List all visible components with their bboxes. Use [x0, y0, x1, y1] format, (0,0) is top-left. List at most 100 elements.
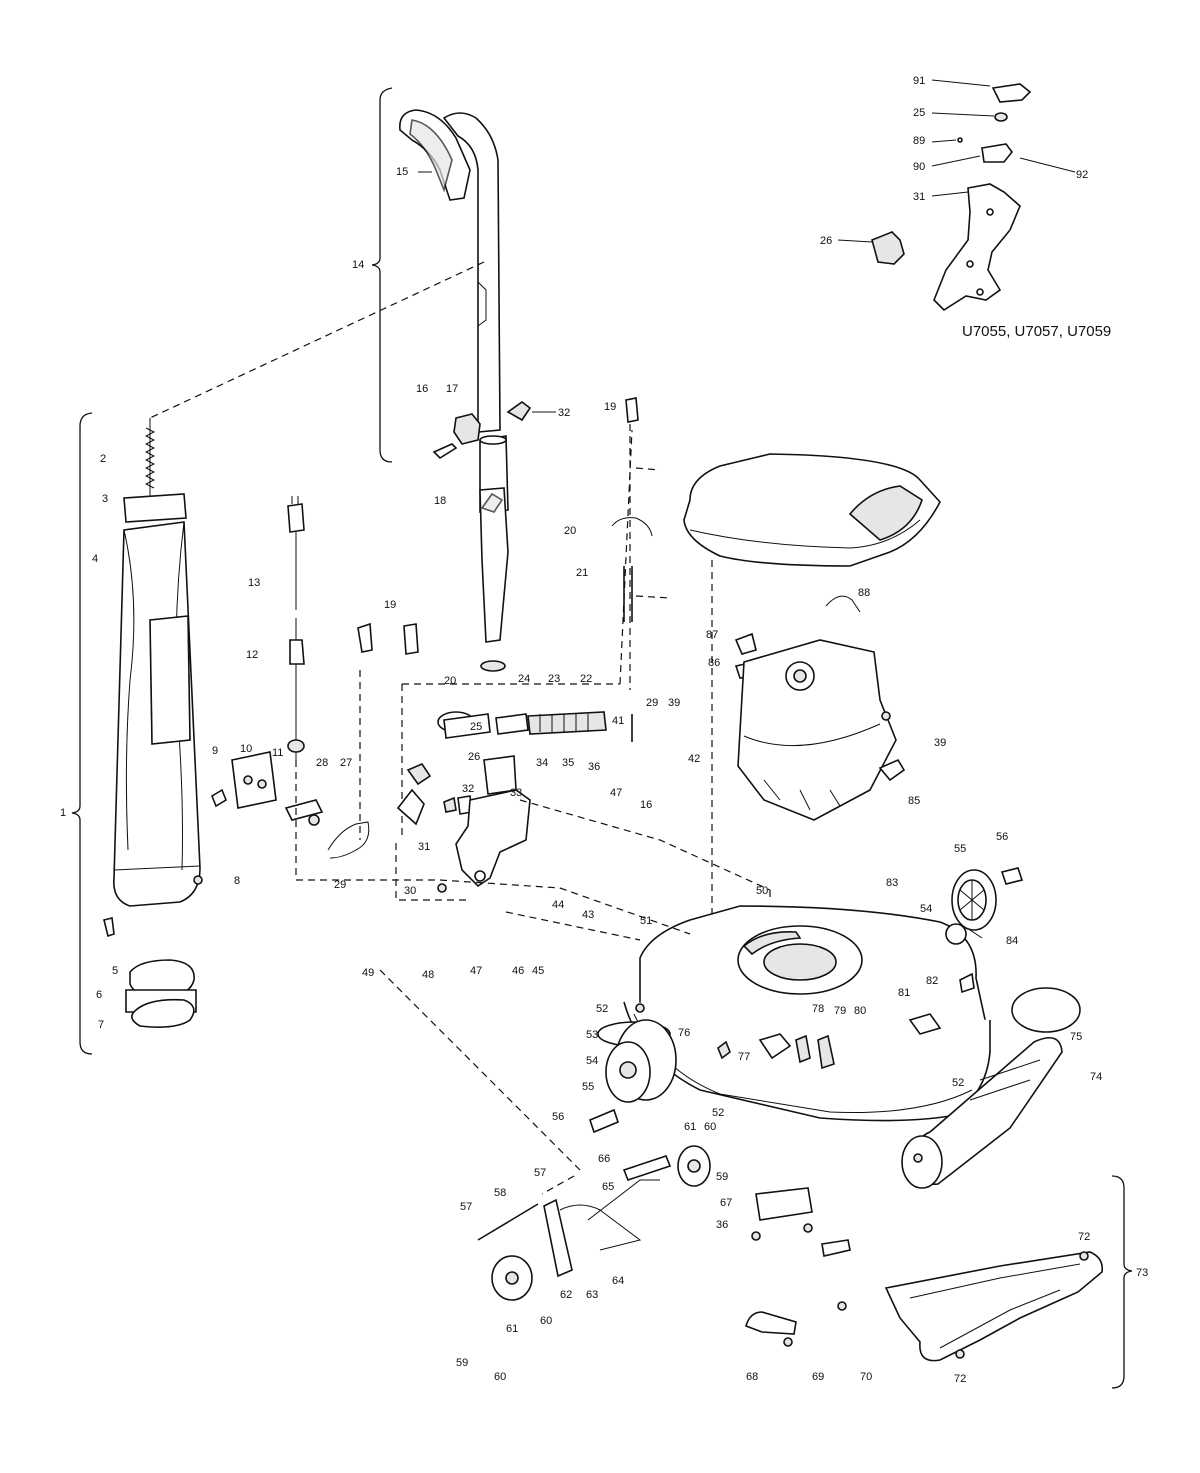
callout-54: 54 [920, 903, 932, 915]
callout-42: 42 [688, 753, 700, 765]
callout-72: 72 [954, 1373, 966, 1385]
callout-24: 24 [518, 673, 530, 685]
hood-cover [683, 453, 941, 1000]
callout-56: 56 [996, 831, 1008, 843]
callout-50: 50 [756, 885, 768, 897]
callout-11: 11 [272, 747, 283, 759]
callout-21: 21 [576, 567, 588, 579]
callout-64: 64 [612, 1275, 624, 1287]
callout-26: 26 [468, 751, 480, 763]
callout-20: 20 [444, 675, 456, 687]
callout-16: 16 [640, 799, 652, 811]
callout-76: 76 [678, 1027, 690, 1039]
callout-46: 46 [512, 965, 524, 977]
callout-82: 82 [926, 975, 938, 987]
callout-48: 48 [422, 969, 434, 981]
callout-19: 19 [604, 401, 616, 413]
callout-62: 62 [560, 1289, 572, 1301]
callout-57: 57 [534, 1167, 546, 1179]
cord-switch-assembly [211, 496, 440, 881]
callout-16: 16 [416, 383, 428, 395]
callout-74: 74 [1090, 1071, 1102, 1083]
callout-51: 51 [640, 915, 652, 927]
callout-67: 67 [720, 1197, 732, 1209]
callout-80: 80 [854, 1005, 866, 1017]
callout-88: 88 [858, 587, 870, 599]
callout-56: 56 [552, 1111, 564, 1123]
callout-52: 52 [952, 1077, 964, 1089]
callout-52: 52 [596, 1003, 608, 1015]
callout-36: 36 [716, 1219, 728, 1231]
callout-70: 70 [860, 1371, 872, 1383]
callout-69: 69 [812, 1371, 824, 1383]
callout-47: 47 [610, 787, 622, 799]
callout-43: 43 [582, 909, 594, 921]
callout-28: 28 [316, 757, 328, 769]
bag-assembly [71, 412, 203, 1055]
callout-4: 4 [92, 553, 98, 565]
assembly-lines [379, 799, 771, 1195]
callout-54: 54 [586, 1055, 598, 1067]
housing-parts [357, 429, 633, 901]
callout-31: 31 [418, 841, 430, 853]
callout-15: 15 [396, 166, 408, 178]
callout-1: 1 [60, 807, 66, 819]
callout-79: 79 [834, 1005, 846, 1017]
callout-92: 92 [1076, 169, 1088, 181]
callout-6: 6 [96, 989, 102, 1001]
callout-5: 5 [112, 965, 118, 977]
motor-assembly [737, 595, 906, 821]
callout-89: 89 [913, 135, 925, 147]
callout-59: 59 [456, 1357, 468, 1369]
callout-27: 27 [340, 757, 352, 769]
callout-57: 57 [460, 1201, 472, 1213]
callout-12: 12 [246, 649, 258, 661]
inset-handle-assembly [837, 79, 1076, 312]
callout-68: 68 [746, 1371, 758, 1383]
callout-32: 32 [558, 407, 570, 419]
callout-83: 83 [886, 877, 898, 889]
callout-25: 25 [913, 107, 925, 119]
callout-90: 90 [913, 161, 925, 173]
pedal-rod-assembly [611, 397, 671, 742]
callout-20: 20 [564, 525, 576, 537]
callout-45: 45 [532, 965, 544, 977]
callout-14: 14 [352, 259, 364, 271]
callout-61: 61 [506, 1323, 518, 1335]
callout-18: 18 [434, 495, 446, 507]
callout-72: 72 [1078, 1231, 1090, 1243]
callout-31: 31 [913, 191, 925, 203]
callout-19: 19 [384, 599, 396, 611]
model-label: U7055, U7057, U7059 [962, 323, 1111, 340]
callout-9: 9 [212, 745, 218, 757]
callout-81: 81 [898, 987, 910, 999]
callout-44: 44 [552, 899, 564, 911]
callout-52: 52 [712, 1107, 724, 1119]
callout-8: 8 [234, 875, 240, 887]
callout-55: 55 [582, 1081, 594, 1093]
callout-73: 73 [1136, 1267, 1148, 1279]
brush-roll [901, 987, 1081, 1189]
callout-23: 23 [548, 673, 560, 685]
callout-77: 77 [738, 1051, 750, 1063]
callout-75: 75 [1070, 1031, 1082, 1043]
wheels [491, 867, 1024, 1301]
callout-13: 13 [248, 577, 260, 589]
handle-assembly [149, 87, 556, 672]
callout-65: 65 [602, 1181, 614, 1193]
callout-36: 36 [588, 761, 600, 773]
callout-22: 22 [580, 673, 592, 685]
callout-66: 66 [598, 1153, 610, 1165]
callout-58: 58 [494, 1187, 506, 1199]
callout-60: 60 [540, 1315, 552, 1327]
callout-60: 60 [494, 1371, 506, 1383]
callout-30: 30 [404, 885, 416, 897]
callout-84: 84 [1006, 935, 1018, 947]
callout-41: 41 [612, 715, 624, 727]
bottom-plate-assembly [884, 1175, 1133, 1389]
callout-32: 32 [462, 783, 474, 795]
callout-63: 63 [586, 1289, 598, 1301]
callout-26: 26 [820, 235, 832, 247]
callout-86: 86 [708, 657, 720, 669]
